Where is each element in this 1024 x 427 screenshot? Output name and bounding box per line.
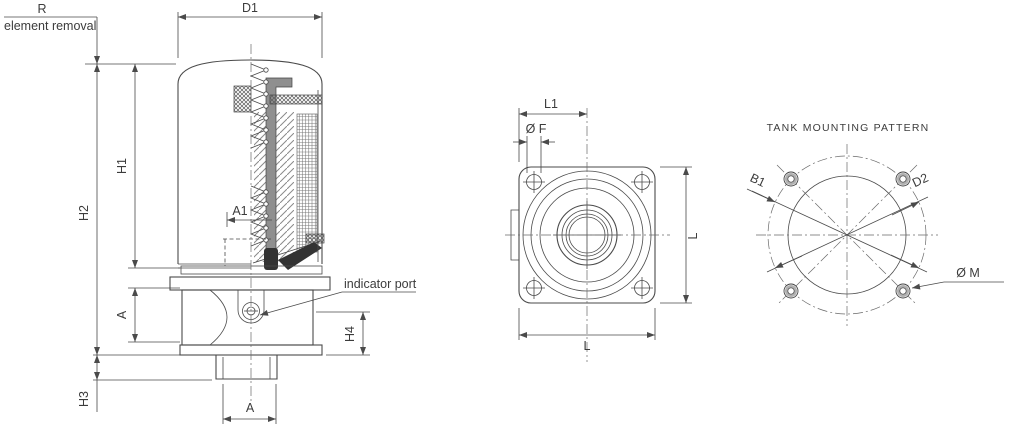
dim-label-d1: D1 [242,1,258,15]
dimensions-flange: L1 Ø F L L [513,97,700,353]
dim-label-l-bottom: L [584,339,591,353]
outlet-spigot [215,355,278,380]
pattern-title: TANK MOUNTING PATTERN [767,122,930,134]
spring-section [249,63,269,247]
dim-d2: D2 [766,171,931,273]
seal-lip [278,242,322,270]
element-bottom-cap [305,233,325,244]
filter-element-section [233,77,325,270]
housing-arc [209,289,228,346]
dim-label-h2: H2 [77,205,91,221]
seal-block [264,248,278,270]
end-cap-bar [269,94,323,105]
hidden-port-outline [223,238,271,266]
dim-label-b1: B1 [748,171,768,190]
section-view: R element removal D1 H2 H1 A [4,1,417,424]
flange-view: L1 Ø F L L [505,97,700,362]
dim-label-a-side: A [115,310,129,319]
mounting-holes [783,171,911,299]
dim-label-l1: L1 [544,97,558,111]
flange-bolt-holes [523,171,653,299]
dimensions-section: R element removal D1 H2 H1 A [4,1,417,424]
dim-label-l-right: L [686,232,700,239]
dim-label-a-bottom: A [246,401,255,415]
dim-label-d2: D2 [910,171,930,190]
note-indicator-port: indicator port [344,277,417,291]
dim-label-h3: H3 [77,391,91,407]
dim-b1: B1 [746,171,928,273]
dim-m: Ø M [911,266,1004,290]
dim-label-f: Ø F [526,122,547,136]
dim-label-h4: H4 [343,326,357,342]
canister-body [177,59,323,269]
bypass-valve-block [233,85,252,113]
note-element-removal: element removal [4,19,96,33]
dim-label-a1: A1 [232,204,247,218]
mounting-pattern-view: TANK MOUNTING PATTERN B1 D2 [746,122,1004,326]
dim-label-h1: H1 [115,158,129,174]
dim-label-r: R [37,2,46,16]
dim-label-m: Ø M [956,266,980,280]
filter-head [169,265,331,380]
